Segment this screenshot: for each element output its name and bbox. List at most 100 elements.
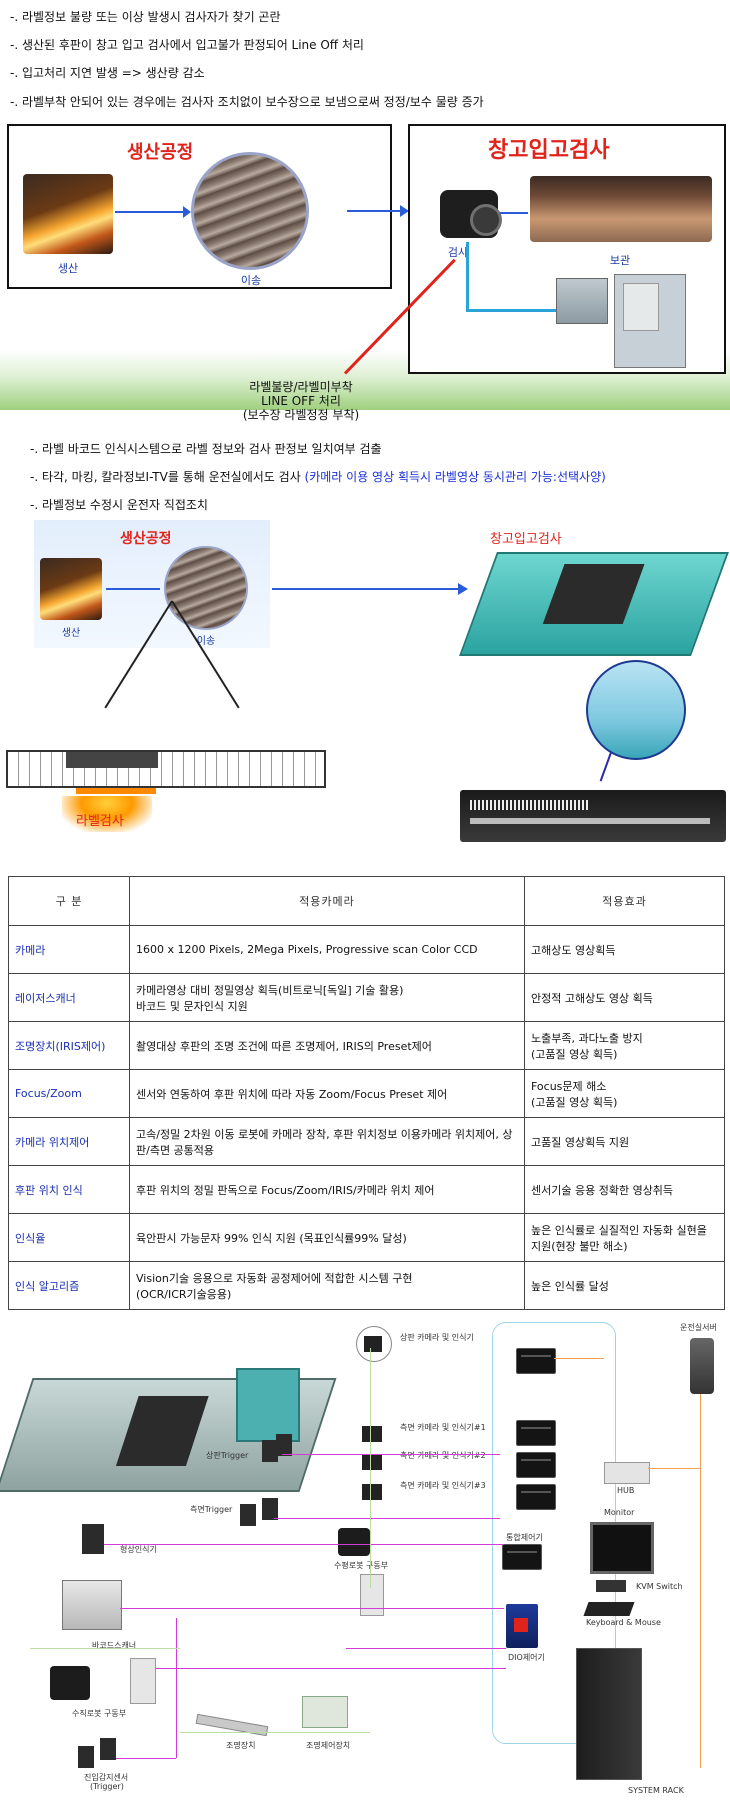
dio-controller-icon bbox=[506, 1604, 538, 1648]
keyboard-label: Keyboard & Mouse bbox=[586, 1618, 661, 1627]
process-panel: 생산공정 생산 이송 bbox=[34, 520, 270, 648]
row-value: 고속/정밀 2차원 이동 로봇에 카메라 장착, 후판 위치정보 이용카메라 위… bbox=[129, 1117, 525, 1166]
transfer-caption: 이송 bbox=[240, 274, 262, 287]
side-trigger-label: 측면Trigger bbox=[190, 1505, 233, 1514]
lighting-controller-label: 조명제어장치 bbox=[306, 1741, 351, 1750]
production-caption: 생산 bbox=[57, 262, 79, 275]
label-inspection-glow bbox=[62, 796, 152, 832]
row-effect: 고해상도 영상획득 bbox=[524, 925, 725, 974]
integrated-controller-label: 통합제어기 bbox=[506, 1533, 543, 1542]
process-transfer-caption: 이송 bbox=[196, 636, 216, 647]
bullet-mid-3: -. 라벨정보 수정시 운전자 직접조치 bbox=[30, 498, 208, 512]
integrated-controller-icon bbox=[502, 1544, 542, 1570]
entry-sensor-icon-2 bbox=[100, 1738, 116, 1760]
row-value: Vision기술 응용으로 자동화 공정제어에 적합한 시스템 구현 (OCR/… bbox=[129, 1261, 525, 1310]
top-camera-circle bbox=[356, 1326, 392, 1362]
horizontal-servo-label: 수평로봇 구동부 bbox=[334, 1561, 389, 1570]
entry-sensor-label-2: (Trigger) bbox=[90, 1782, 124, 1791]
green-link-3 bbox=[370, 1348, 371, 1588]
production-photo bbox=[23, 174, 113, 254]
entry-sensor-label-1: 진입감지센서 bbox=[84, 1773, 129, 1782]
row-effect: 높은 인식률 달성 bbox=[524, 1261, 725, 1310]
storage-photo bbox=[530, 176, 712, 242]
row-key: 카메라 bbox=[8, 925, 130, 974]
shape-sensor-icon bbox=[82, 1524, 104, 1554]
production-process-box: 생산공정 생산 이송 bbox=[7, 124, 392, 289]
label-inspection-text: 라벨검사 bbox=[76, 814, 124, 829]
lighting-label: 조명장치 bbox=[226, 1741, 256, 1750]
side-camera-2-label: 측면 카메라 및 인식기#2 bbox=[400, 1451, 486, 1460]
row-key: 인식율 bbox=[8, 1213, 130, 1262]
row-effect: 안정적 고해상도 영상 획득 bbox=[524, 973, 725, 1022]
system-rack-icon bbox=[576, 1648, 642, 1780]
horizontal-servo-icon bbox=[338, 1528, 370, 1556]
kvm-label: KVM Switch bbox=[636, 1582, 683, 1591]
magenta-link-1 bbox=[282, 1454, 500, 1455]
system-diagram: 상판 카메라 및 인식기 측면 카메라 및 인식기#1 측면 카메라 및 인식기… bbox=[0, 1318, 730, 1803]
arrowhead-2 bbox=[400, 205, 409, 217]
green-link-2 bbox=[180, 1732, 370, 1733]
bullet-top-4: -. 라벨부착 안되어 있는 경우에는 검사자 조치없이 보수장으로 보냄으로써… bbox=[10, 95, 484, 109]
keyboard-icon bbox=[583, 1602, 635, 1616]
conveyor-illustration bbox=[6, 724, 326, 796]
arrow-inspection-to-storage bbox=[500, 212, 528, 214]
arrow-production-to-transfer bbox=[115, 211, 189, 213]
side-recognizer-server-2 bbox=[516, 1452, 556, 1478]
side-camera-1-icon bbox=[362, 1426, 382, 1442]
process-arrow bbox=[106, 588, 160, 590]
orange-link-1 bbox=[554, 1358, 604, 1359]
table-row: 카메라 1600 x 1200 Pixels, 2Mega Pixels, Pr… bbox=[8, 925, 725, 974]
bullet-top-2: -. 생산된 후판이 창고 입고 검사에서 입고불가 판정되어 Line Off… bbox=[10, 38, 364, 52]
monitor-label: Monitor bbox=[604, 1508, 635, 1517]
storage-caption: 보관 bbox=[609, 254, 631, 267]
monitor-icon bbox=[590, 1522, 654, 1574]
row-effect: 높은 인식률로 실질적인 자동화 실현을 지원(현장 불만 해소) bbox=[524, 1213, 725, 1262]
header-effect: 적용효과 bbox=[524, 876, 725, 926]
label-sample-photo bbox=[460, 790, 726, 842]
magenta-link-3 bbox=[104, 1544, 504, 1545]
green-link-1 bbox=[30, 1648, 180, 1649]
row-value: 센서와 연동하여 후판 위치에 따라 자동 Zoom/Focus Preset … bbox=[129, 1069, 525, 1118]
top-camera-icon bbox=[364, 1336, 382, 1352]
warehouse-inspection-box: 창고입고검사 검사 보관 bbox=[408, 124, 726, 374]
control-room-server-label: 운전실서버 bbox=[680, 1323, 717, 1332]
top-trigger-sensor-1 bbox=[262, 1440, 278, 1462]
side-recognizer-server-3 bbox=[516, 1484, 556, 1510]
row-key: 카메라 위치제어 bbox=[8, 1117, 130, 1166]
problem-line-3: (보수장 라벨정정 부착) bbox=[242, 408, 360, 422]
table-row: 조명장치(IRIS제어) 촬영대상 후판의 조명 조건에 따른 조명제어, IR… bbox=[8, 1021, 725, 1070]
row-effect: 센서기술 응용 정확한 영상취득 bbox=[524, 1165, 725, 1214]
magenta-link-2 bbox=[274, 1518, 500, 1519]
arrowhead-3 bbox=[458, 583, 468, 595]
header-camera: 적용카메라 bbox=[129, 876, 525, 926]
row-key: Focus/Zoom bbox=[8, 1069, 130, 1118]
top-camera-label: 상판 카메라 및 인식기 bbox=[400, 1333, 474, 1342]
table-row: 인식 알고리즘 Vision기술 응용으로 자동화 공정제어에 적합한 시스템 … bbox=[8, 1261, 725, 1310]
warehouse-inspection-title: 창고입고검사 bbox=[488, 138, 610, 163]
inspection-caption: 검사 bbox=[447, 246, 469, 259]
kvm-icon bbox=[596, 1580, 626, 1592]
control-room-server-icon bbox=[690, 1338, 714, 1394]
arrow-to-warehouse-2 bbox=[272, 588, 460, 590]
top-trigger-label: 상판Trigger bbox=[206, 1451, 249, 1460]
bullet-top-3: -. 입고처리 지연 발생 => 생산량 감소 bbox=[10, 66, 205, 80]
table-row: Focus/Zoom 센서와 연동하여 후판 위치에 따라 자동 Zoom/Fo… bbox=[8, 1069, 725, 1118]
row-effect: 고품질 영상획득 지원 bbox=[524, 1117, 725, 1166]
row-value: 카메라영상 대비 정밀영상 획득(비트로닉[독일] 기술 활용) 바코드 및 문… bbox=[129, 973, 525, 1022]
bullet-top-1: -. 라벨정보 불량 또는 이상 발생시 검사자가 찾기 곤란 bbox=[10, 10, 281, 24]
dio-controller-label: DIO제어기 bbox=[508, 1653, 545, 1662]
row-key: 인식 알고리즘 bbox=[8, 1261, 130, 1310]
vertical-servo-label: 수직로봇 구동부 bbox=[72, 1709, 127, 1718]
servo-driver-icon bbox=[360, 1574, 384, 1616]
bullet-mid-1: -. 라벨 바코드 인식시스템으로 라벨 정보와 검사 판정보 일치여부 검출 bbox=[30, 442, 382, 456]
lighting-controller-icon bbox=[302, 1696, 348, 1728]
process-production-photo bbox=[40, 558, 102, 620]
problem-line-2: LINE OFF 처리 bbox=[261, 394, 341, 408]
bullet-mid-2: -. 타각, 마킹, 칼라정보I-TV를 통해 운전실에서도 검사 (카메라 이… bbox=[30, 468, 606, 485]
top-trigger-sensor-2 bbox=[276, 1434, 292, 1456]
orange-link-4 bbox=[700, 1468, 701, 1768]
warehouse-title-2: 창고입고검사 bbox=[490, 532, 562, 547]
side-camera-2-icon bbox=[362, 1454, 382, 1470]
row-key: 후판 위치 인식 bbox=[8, 1165, 130, 1214]
magenta-link-8 bbox=[346, 1648, 506, 1649]
